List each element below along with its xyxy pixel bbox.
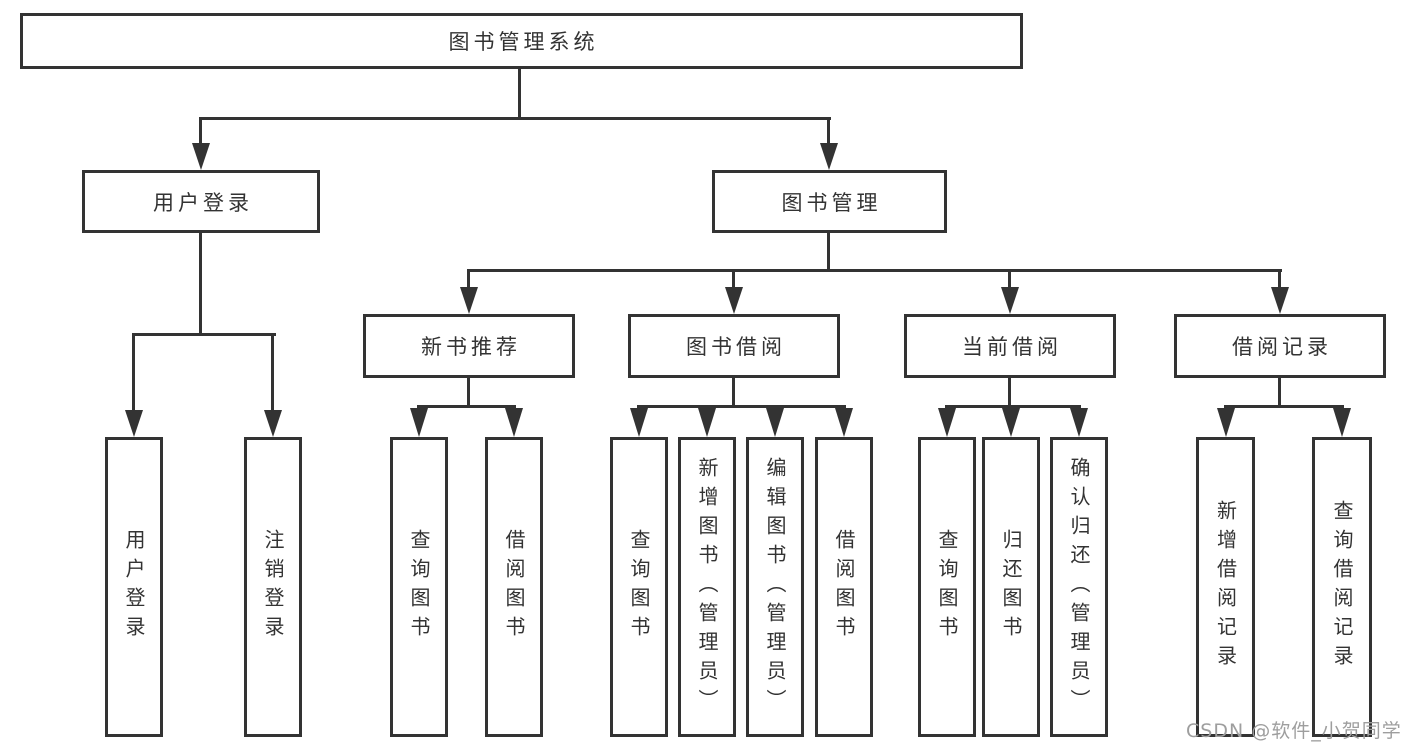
arrow-down-icon — [1002, 408, 1020, 437]
connector-line — [467, 269, 470, 288]
leaf-logout: 注销登录 — [244, 437, 302, 737]
connector-line — [1008, 378, 1011, 408]
node-current-borrowing: 当前借阅 — [904, 314, 1116, 378]
arrow-down-icon — [766, 408, 784, 437]
leaf-return-books: 归还图书 — [982, 437, 1040, 737]
connector-line — [732, 269, 735, 288]
leaf-label: 查询图书 — [627, 529, 651, 645]
leaf-label: 用户登录 — [122, 529, 146, 645]
leaf-query-books: 查询图书 — [610, 437, 668, 737]
node-book-management: 图书管理 — [712, 170, 947, 233]
leaf-confirm-return-admin: 确认归还（管理员） — [1050, 437, 1108, 737]
connector-line — [199, 233, 202, 335]
connector-line — [827, 233, 830, 271]
arrow-down-icon — [630, 408, 648, 437]
arrow-down-icon — [820, 143, 838, 170]
connector-line — [467, 269, 1282, 272]
leaf-query-books: 查询图书 — [918, 437, 976, 737]
arrow-down-icon — [460, 287, 478, 314]
connector-line — [827, 117, 830, 144]
connector-line — [199, 117, 202, 144]
node-user-login: 用户登录 — [82, 170, 320, 233]
leaf-label: 查询图书 — [407, 529, 431, 645]
leaf-edit-books-admin: 编辑图书（管理员） — [746, 437, 804, 737]
connector-line — [637, 405, 846, 408]
node-library-management-system: 图书管理系统 — [20, 13, 1023, 69]
arrow-down-icon — [505, 408, 523, 437]
arrow-down-icon — [938, 408, 956, 437]
leaf-label: 归还图书 — [999, 529, 1023, 645]
leaf-borrow-books: 借阅图书 — [485, 437, 543, 737]
connector-line — [1278, 269, 1281, 288]
connector-line — [132, 333, 135, 410]
node-book-borrowing: 图书借阅 — [628, 314, 840, 378]
leaf-label: 查询借阅记录 — [1330, 500, 1354, 674]
arrow-down-icon — [125, 410, 143, 437]
connector-line — [518, 69, 521, 118]
leaf-user-login: 用户登录 — [105, 437, 163, 737]
leaf-add-borrow-record: 新增借阅记录 — [1196, 437, 1255, 737]
connector-line — [132, 333, 276, 336]
arrow-down-icon — [1333, 408, 1351, 437]
leaf-label: 借阅图书 — [832, 529, 856, 645]
arrow-down-icon — [698, 408, 716, 437]
arrow-down-icon — [1001, 287, 1019, 314]
leaf-label: 确认归还（管理员） — [1067, 456, 1091, 718]
connector-line — [417, 405, 516, 408]
leaf-add-books-admin: 新增图书（管理员） — [678, 437, 736, 737]
leaf-label: 注销登录 — [261, 529, 285, 645]
connector-line — [945, 405, 1081, 408]
leaf-borrow-books: 借阅图书 — [815, 437, 873, 737]
connector-line — [199, 117, 831, 120]
node-new-book-recommendation: 新书推荐 — [363, 314, 575, 378]
arrow-down-icon — [1070, 408, 1088, 437]
connector-line — [467, 378, 470, 408]
arrow-down-icon — [1217, 408, 1235, 437]
arrow-down-icon — [1271, 287, 1289, 314]
leaf-query-books: 查询图书 — [390, 437, 448, 737]
node-borrowing-records: 借阅记录 — [1174, 314, 1386, 378]
leaf-label: 编辑图书（管理员） — [763, 456, 787, 718]
connector-line — [732, 378, 735, 408]
connector-line — [271, 333, 274, 410]
arrow-down-icon — [264, 410, 282, 437]
leaf-label: 查询图书 — [935, 529, 959, 645]
connector-line — [1224, 405, 1344, 408]
leaf-label: 新增图书（管理员） — [695, 456, 719, 718]
leaf-label: 借阅图书 — [502, 529, 526, 645]
arrow-down-icon — [835, 408, 853, 437]
connector-line — [1008, 269, 1011, 288]
arrow-down-icon — [410, 408, 428, 437]
arrow-down-icon — [725, 287, 743, 314]
leaf-label: 新增借阅记录 — [1213, 500, 1238, 674]
arrow-down-icon — [192, 143, 210, 170]
leaf-query-borrow-record: 查询借阅记录 — [1312, 437, 1372, 737]
connector-line — [1278, 378, 1281, 408]
csdn-watermark: CSDN @软件_小贺同学 — [1186, 720, 1402, 742]
